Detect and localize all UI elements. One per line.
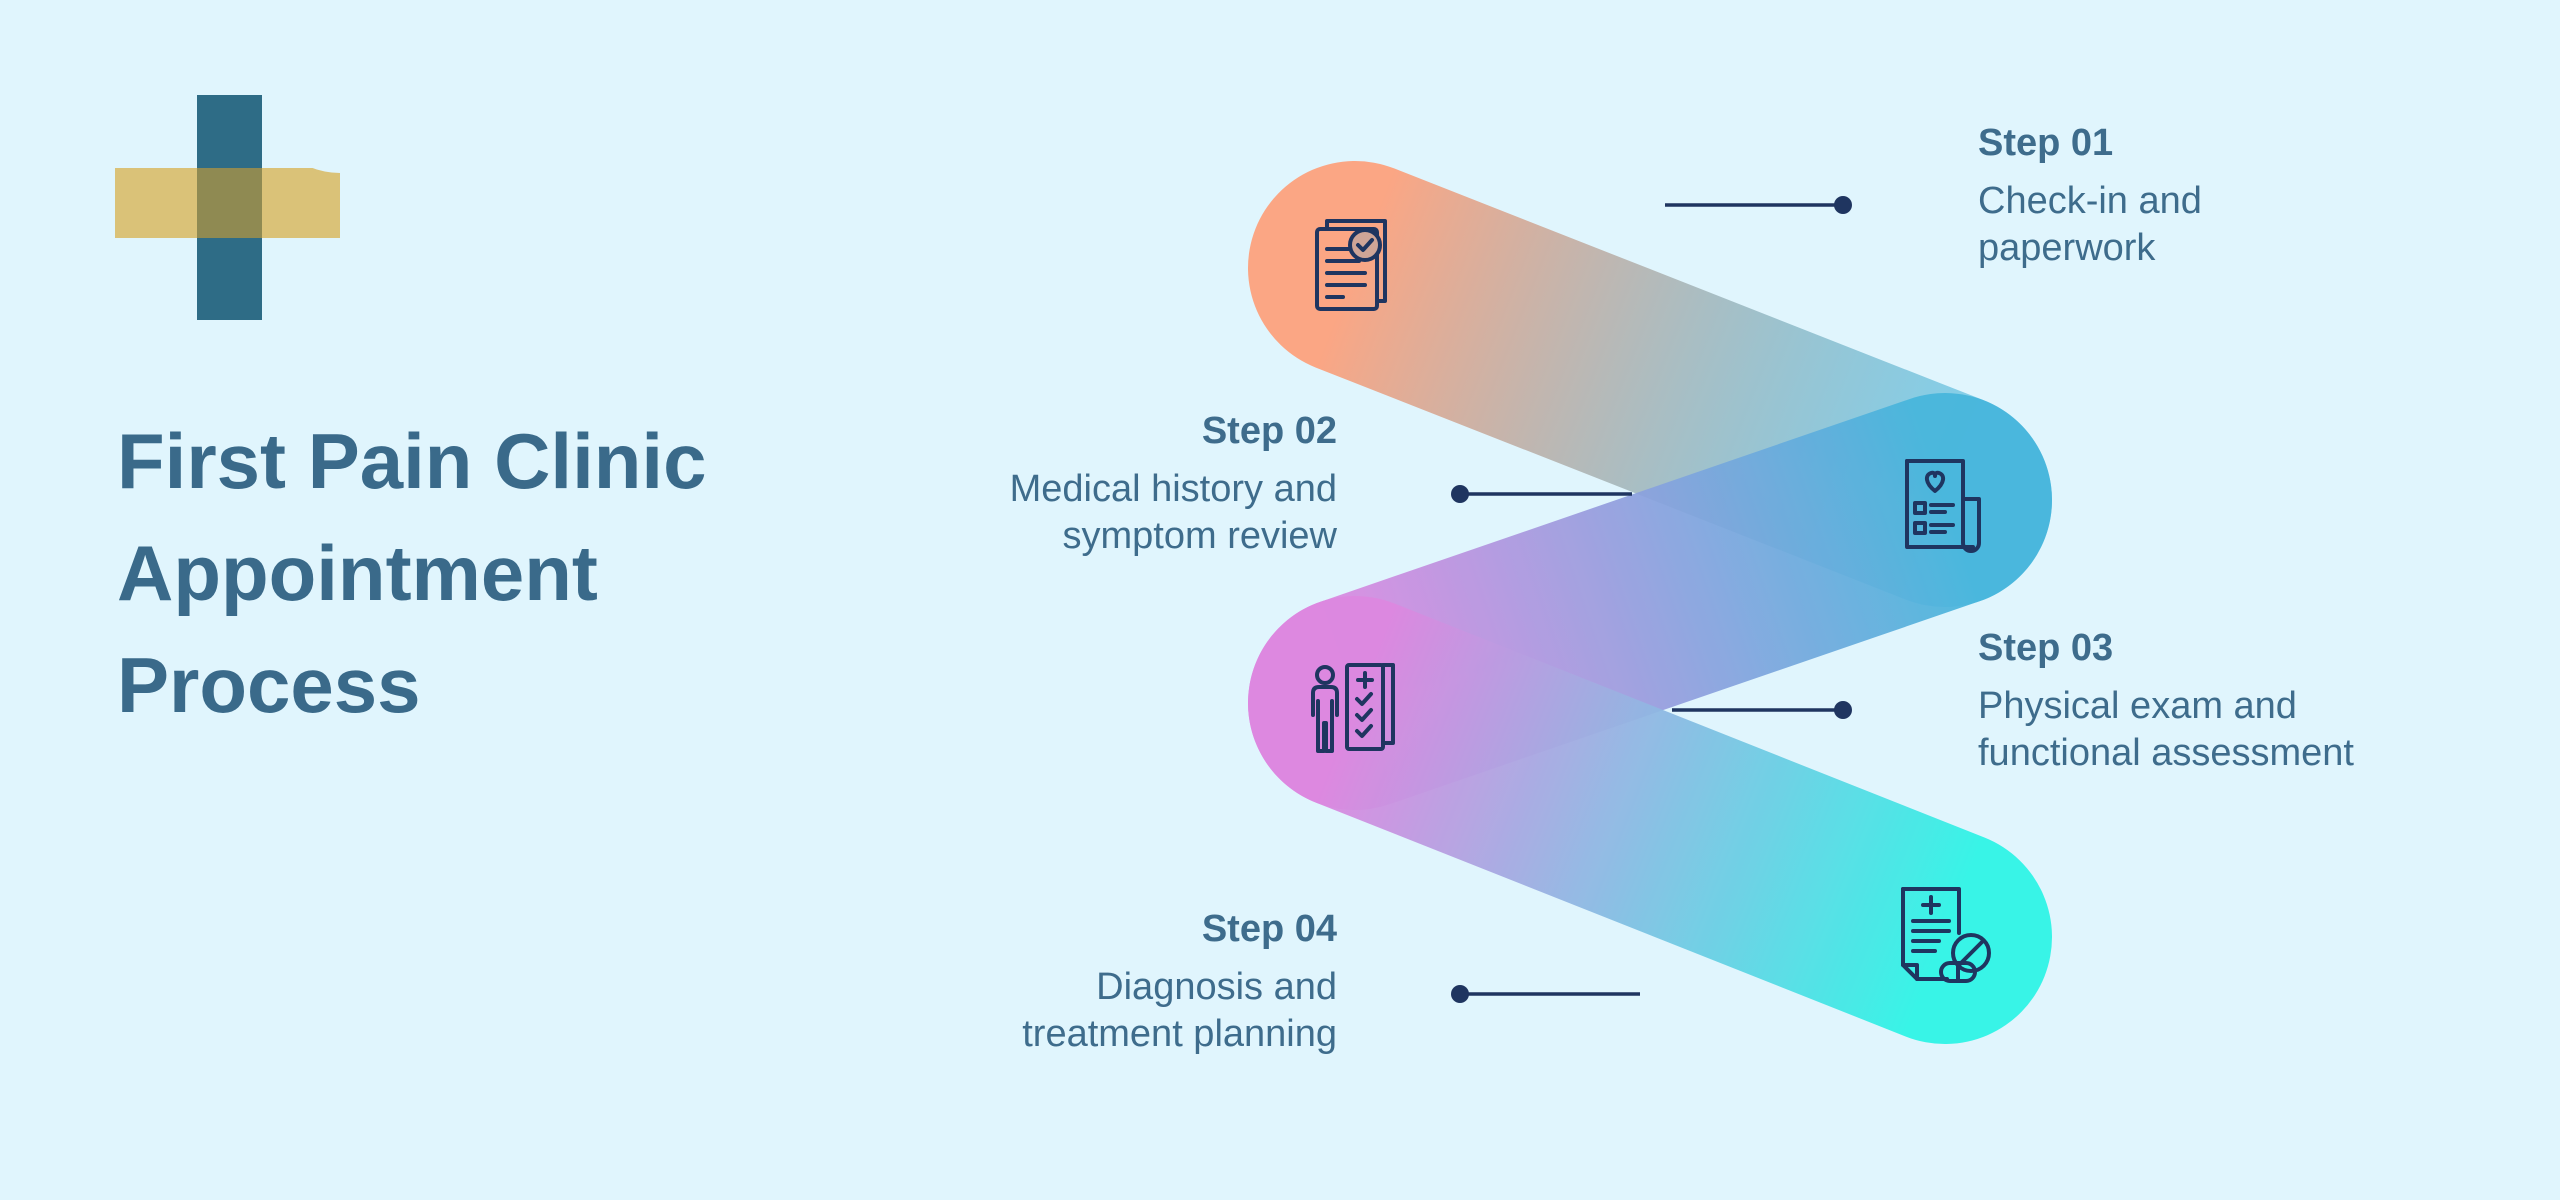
title-line-3: Process xyxy=(117,641,421,729)
step-1-desc-line-1: Check-in and xyxy=(1978,180,2202,222)
step-2-description: Medical history and symptom review xyxy=(1010,466,1337,560)
step-1: Step 01 Check-in and paperwork xyxy=(1978,120,2202,272)
step-3-desc-line-1: Physical exam and xyxy=(1978,685,2297,727)
step-4-desc-line-1: Diagnosis and xyxy=(1096,966,1337,1008)
title-line-2: Appointment xyxy=(117,529,598,617)
logo-overlap xyxy=(197,168,262,238)
step-3-description: Physical exam and functional assessment xyxy=(1978,683,2354,777)
prescription-pills-icon xyxy=(1901,887,1991,983)
step-1-desc-line-2: paperwork xyxy=(1978,227,2156,269)
logo-cutout-bottom-left xyxy=(115,242,193,320)
step-1-number: Step 01 xyxy=(1978,122,2114,164)
step-2-number: Step 02 xyxy=(1201,410,1337,452)
step-3-desc-line-2: functional assessment xyxy=(1978,732,2354,774)
connector-dot-step-2 xyxy=(1451,485,1469,503)
ribbon-segment-3 xyxy=(1248,596,2052,1044)
step-2: Step 02 Medical history and symptom revi… xyxy=(1010,408,1337,560)
step-1-description: Check-in and paperwork xyxy=(1978,178,2202,272)
step-3: Step 03 Physical exam and functional ass… xyxy=(1978,625,2354,777)
document-check-icon xyxy=(1315,219,1387,311)
connector-dot-step-1 xyxy=(1834,196,1852,214)
logo-cutout-top-right xyxy=(262,95,340,173)
title-line-1: First Pain Clinic xyxy=(117,417,707,505)
medical-record-icon xyxy=(1905,459,1981,553)
step-4-desc-line-2: treatment planning xyxy=(1022,1013,1337,1055)
step-2-desc-line-1: Medical history and xyxy=(1009,468,1337,510)
connector-dot-step-4 xyxy=(1451,985,1469,1003)
page-title: First Pain Clinic Appointment Process xyxy=(117,405,706,741)
step-4: Step 04 Diagnosis and treatment planning xyxy=(1022,906,1337,1058)
connector-dot-step-3 xyxy=(1834,701,1852,719)
step-2-desc-line-2: symptom review xyxy=(1062,515,1338,557)
step-4-description: Diagnosis and treatment planning xyxy=(1022,964,1337,1058)
step-3-number: Step 03 xyxy=(1978,627,2114,669)
step-4-number: Step 04 xyxy=(1201,908,1337,950)
clinic-logo xyxy=(115,95,340,320)
patient-checklist-icon xyxy=(1311,663,1395,753)
